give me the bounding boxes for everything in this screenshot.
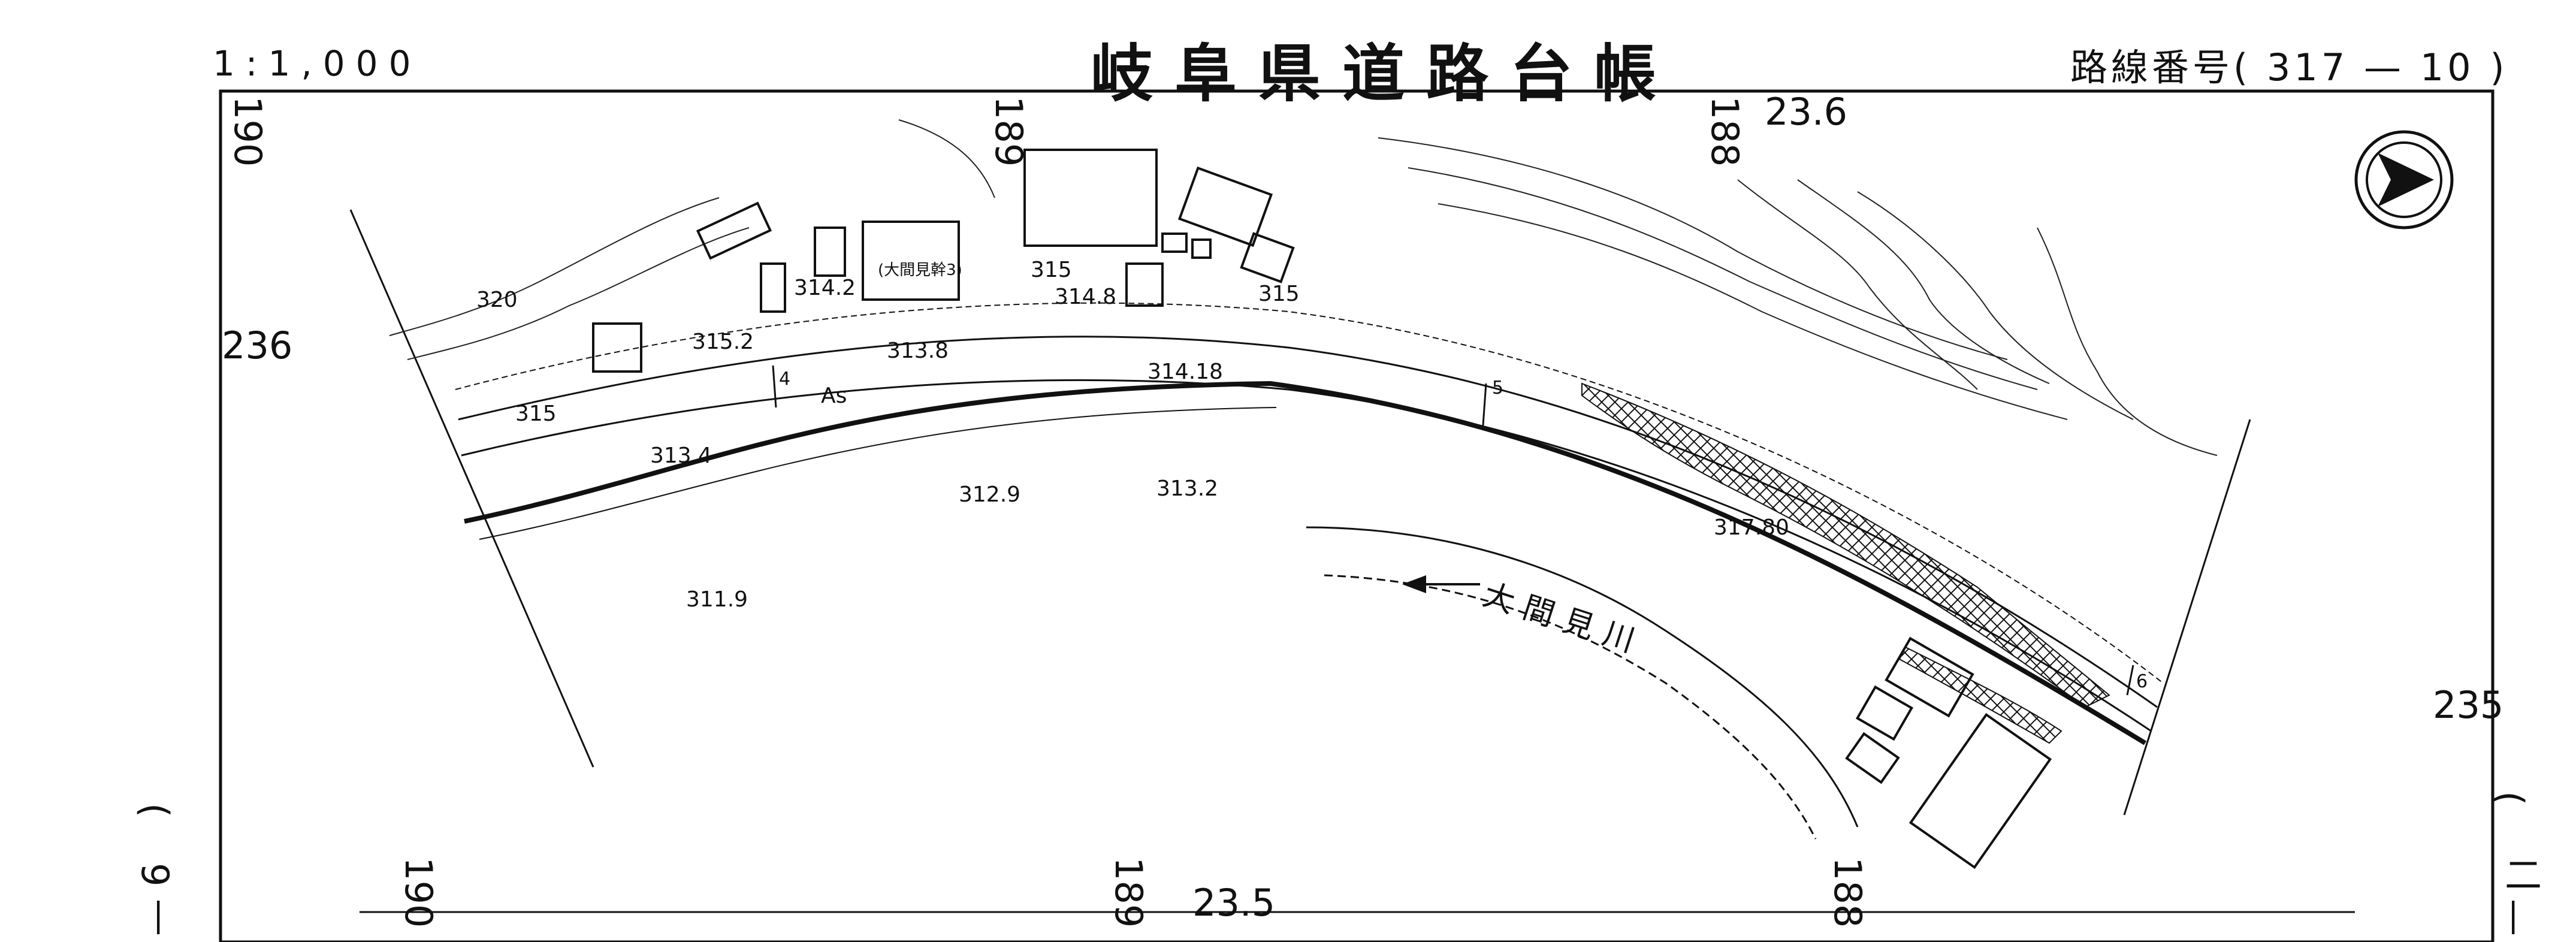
pavement-label: As [821,384,847,408]
embankment-hatch-lower [1898,646,2062,744]
margin-right-open: ( [2488,791,2532,806]
grid-label-bottom-235: 23.5 [1192,881,1276,925]
grid-label-top-188: 188 [1703,96,1747,167]
elevation-label: 314.18 [1147,360,1223,384]
margin-right-dash: — [2494,899,2538,936]
elevation-label: 320 [476,288,518,312]
elevation-label: 313.8 [887,339,949,363]
elevation-label: 314.8 [1055,285,1117,309]
elevation-label: 312.9 [959,482,1021,507]
station-ticks [772,365,2134,696]
margin-left-dash: — [139,899,183,936]
elevation-label: 313.4 [650,443,712,468]
elevation-label: 315 [515,401,557,426]
station-number: 6 [2136,671,2148,692]
station-number: 5 [1492,378,1504,398]
road [455,302,2164,745]
embankment-hatch [1581,382,2110,708]
river [1306,526,1859,840]
map-frame [219,89,2495,942]
elevation-label: 315 [1031,258,1072,282]
route-close: ) [2490,46,2508,89]
buildings [592,149,2052,869]
elevation-label: 311.9 [686,587,748,612]
grid-label-right-235: 235 [2433,683,2504,727]
route-sheet: 10 [2420,46,2475,89]
elevation-label: 315 [1258,282,1300,306]
grid-label-bottom-188: 188 [1826,857,1870,928]
contour-lines [389,119,2218,456]
elevation-label: 315.2 [692,330,754,354]
grid-label-top-189: 189 [987,96,1031,167]
route-number-value: 317 [2266,46,2349,89]
map-scale: 1:1,000 [213,43,422,84]
margin-left-open: ( [133,803,177,818]
margin-left-number: 9 [133,863,177,887]
sheet-boundary-right [2123,419,2251,816]
elevation-label: 313.2 [1156,476,1219,501]
grid-label-left-236: 236 [222,324,293,367]
route-label: 路線番号( [2070,46,2252,89]
river-arrow [1402,575,1480,593]
sheet-boundary-left [349,209,594,768]
margin-right-number: 二 [2505,853,2542,897]
grid-label-bottom-190: 190 [397,857,440,928]
station-number: 4 [779,369,791,390]
elevation-label: 317.80 [1714,515,1789,540]
grid-label-top-190: 190 [226,96,270,167]
map-title: 岐阜県道路台帳 [1091,37,1678,110]
route-dash: — [2363,46,2405,89]
route-number: 路線番号( 317 — 10 ) [2070,37,2508,91]
grid-label-bottom-189: 189 [1107,857,1150,928]
grid-label-top-236: 23.6 [1765,90,1848,134]
benchmark-label: (大間見幹3) [878,261,962,279]
elevation-label: 314.2 [794,276,856,300]
north-arrow-icon [2354,130,2454,230]
